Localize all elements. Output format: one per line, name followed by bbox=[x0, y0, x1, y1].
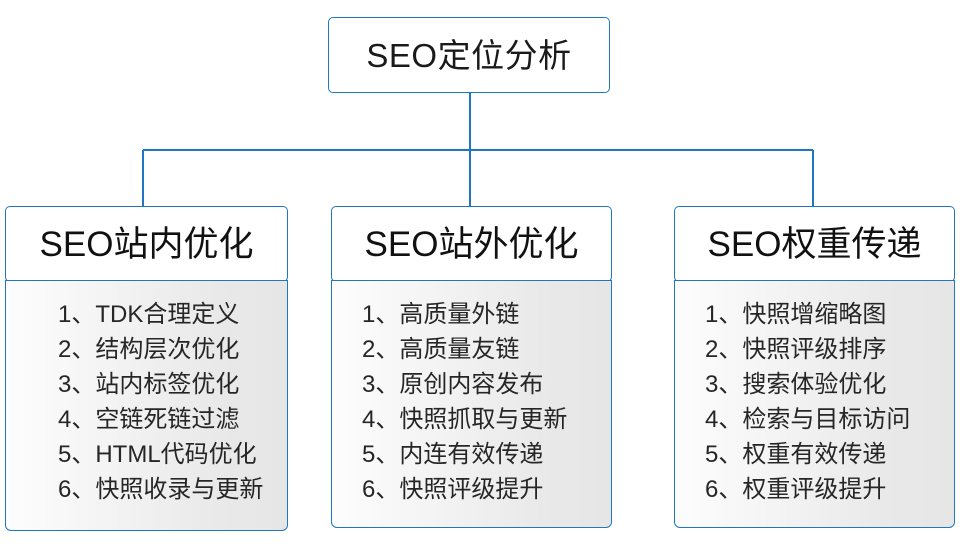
list-item: 5、内连有效传递 bbox=[362, 441, 544, 469]
branch-weight-list: 1、快照增缩略图 2、快照评级排序 3、搜索体验优化 4、检索与目标访问 5、权… bbox=[675, 297, 954, 507]
branch-offsite-body: 1、高质量外链 2、高质量友链 3、原创内容发布 4、快照抓取与更新 5、内连有… bbox=[331, 280, 612, 529]
list-item: 6、快照评级提升 bbox=[362, 476, 544, 504]
branch-onsite: SEO站内优化 1、TDK合理定义 2、结构层次优化 3、站内标签优化 4、空链… bbox=[5, 206, 288, 532]
list-item: 5、HTML代码优化 bbox=[58, 441, 257, 469]
list-item: 2、结构层次优化 bbox=[58, 336, 240, 364]
list-item: 2、快照评级排序 bbox=[705, 336, 887, 364]
branch-onsite-body: 1、TDK合理定义 2、结构层次优化 3、站内标签优化 4、空链死链过滤 5、H… bbox=[5, 280, 288, 532]
list-item: 2、高质量友链 bbox=[362, 336, 520, 364]
root-node-title: SEO定位分析 bbox=[366, 36, 572, 74]
list-item: 1、高质量外链 bbox=[362, 301, 520, 329]
list-item: 6、快照收录与更新 bbox=[58, 476, 264, 504]
branch-onsite-list: 1、TDK合理定义 2、结构层次优化 3、站内标签优化 4、空链死链过滤 5、H… bbox=[6, 297, 287, 507]
branch-weight-title: SEO权重传递 bbox=[707, 224, 922, 264]
list-item: 3、原创内容发布 bbox=[362, 371, 544, 399]
root-node[interactable]: SEO定位分析 bbox=[328, 17, 610, 93]
branch-onsite-title: SEO站内优化 bbox=[39, 224, 254, 264]
branch-offsite-list: 1、高质量外链 2、高质量友链 3、原创内容发布 4、快照抓取与更新 5、内连有… bbox=[332, 297, 611, 507]
list-item: 3、站内标签优化 bbox=[58, 371, 240, 399]
branch-weight: SEO权重传递 1、快照增缩略图 2、快照评级排序 3、搜索体验优化 4、检索与… bbox=[674, 206, 955, 529]
branch-offsite-header[interactable]: SEO站外优化 bbox=[331, 206, 612, 282]
list-item: 3、搜索体验优化 bbox=[705, 371, 887, 399]
list-item: 1、TDK合理定义 bbox=[58, 301, 240, 329]
branch-offsite-title: SEO站外优化 bbox=[364, 224, 579, 264]
list-item: 5、权重有效传递 bbox=[705, 441, 887, 469]
branch-onsite-header[interactable]: SEO站内优化 bbox=[5, 206, 288, 282]
list-item: 4、快照抓取与更新 bbox=[362, 406, 568, 434]
branch-offsite: SEO站外优化 1、高质量外链 2、高质量友链 3、原创内容发布 4、快照抓取与… bbox=[331, 206, 612, 529]
list-item: 6、权重评级提升 bbox=[705, 476, 887, 504]
list-item: 4、空链死链过滤 bbox=[58, 406, 240, 434]
list-item: 1、快照增缩略图 bbox=[705, 301, 887, 329]
branch-weight-header[interactable]: SEO权重传递 bbox=[674, 206, 955, 282]
branch-weight-body: 1、快照增缩略图 2、快照评级排序 3、搜索体验优化 4、检索与目标访问 5、权… bbox=[674, 280, 955, 529]
list-item: 4、检索与目标访问 bbox=[705, 406, 911, 434]
